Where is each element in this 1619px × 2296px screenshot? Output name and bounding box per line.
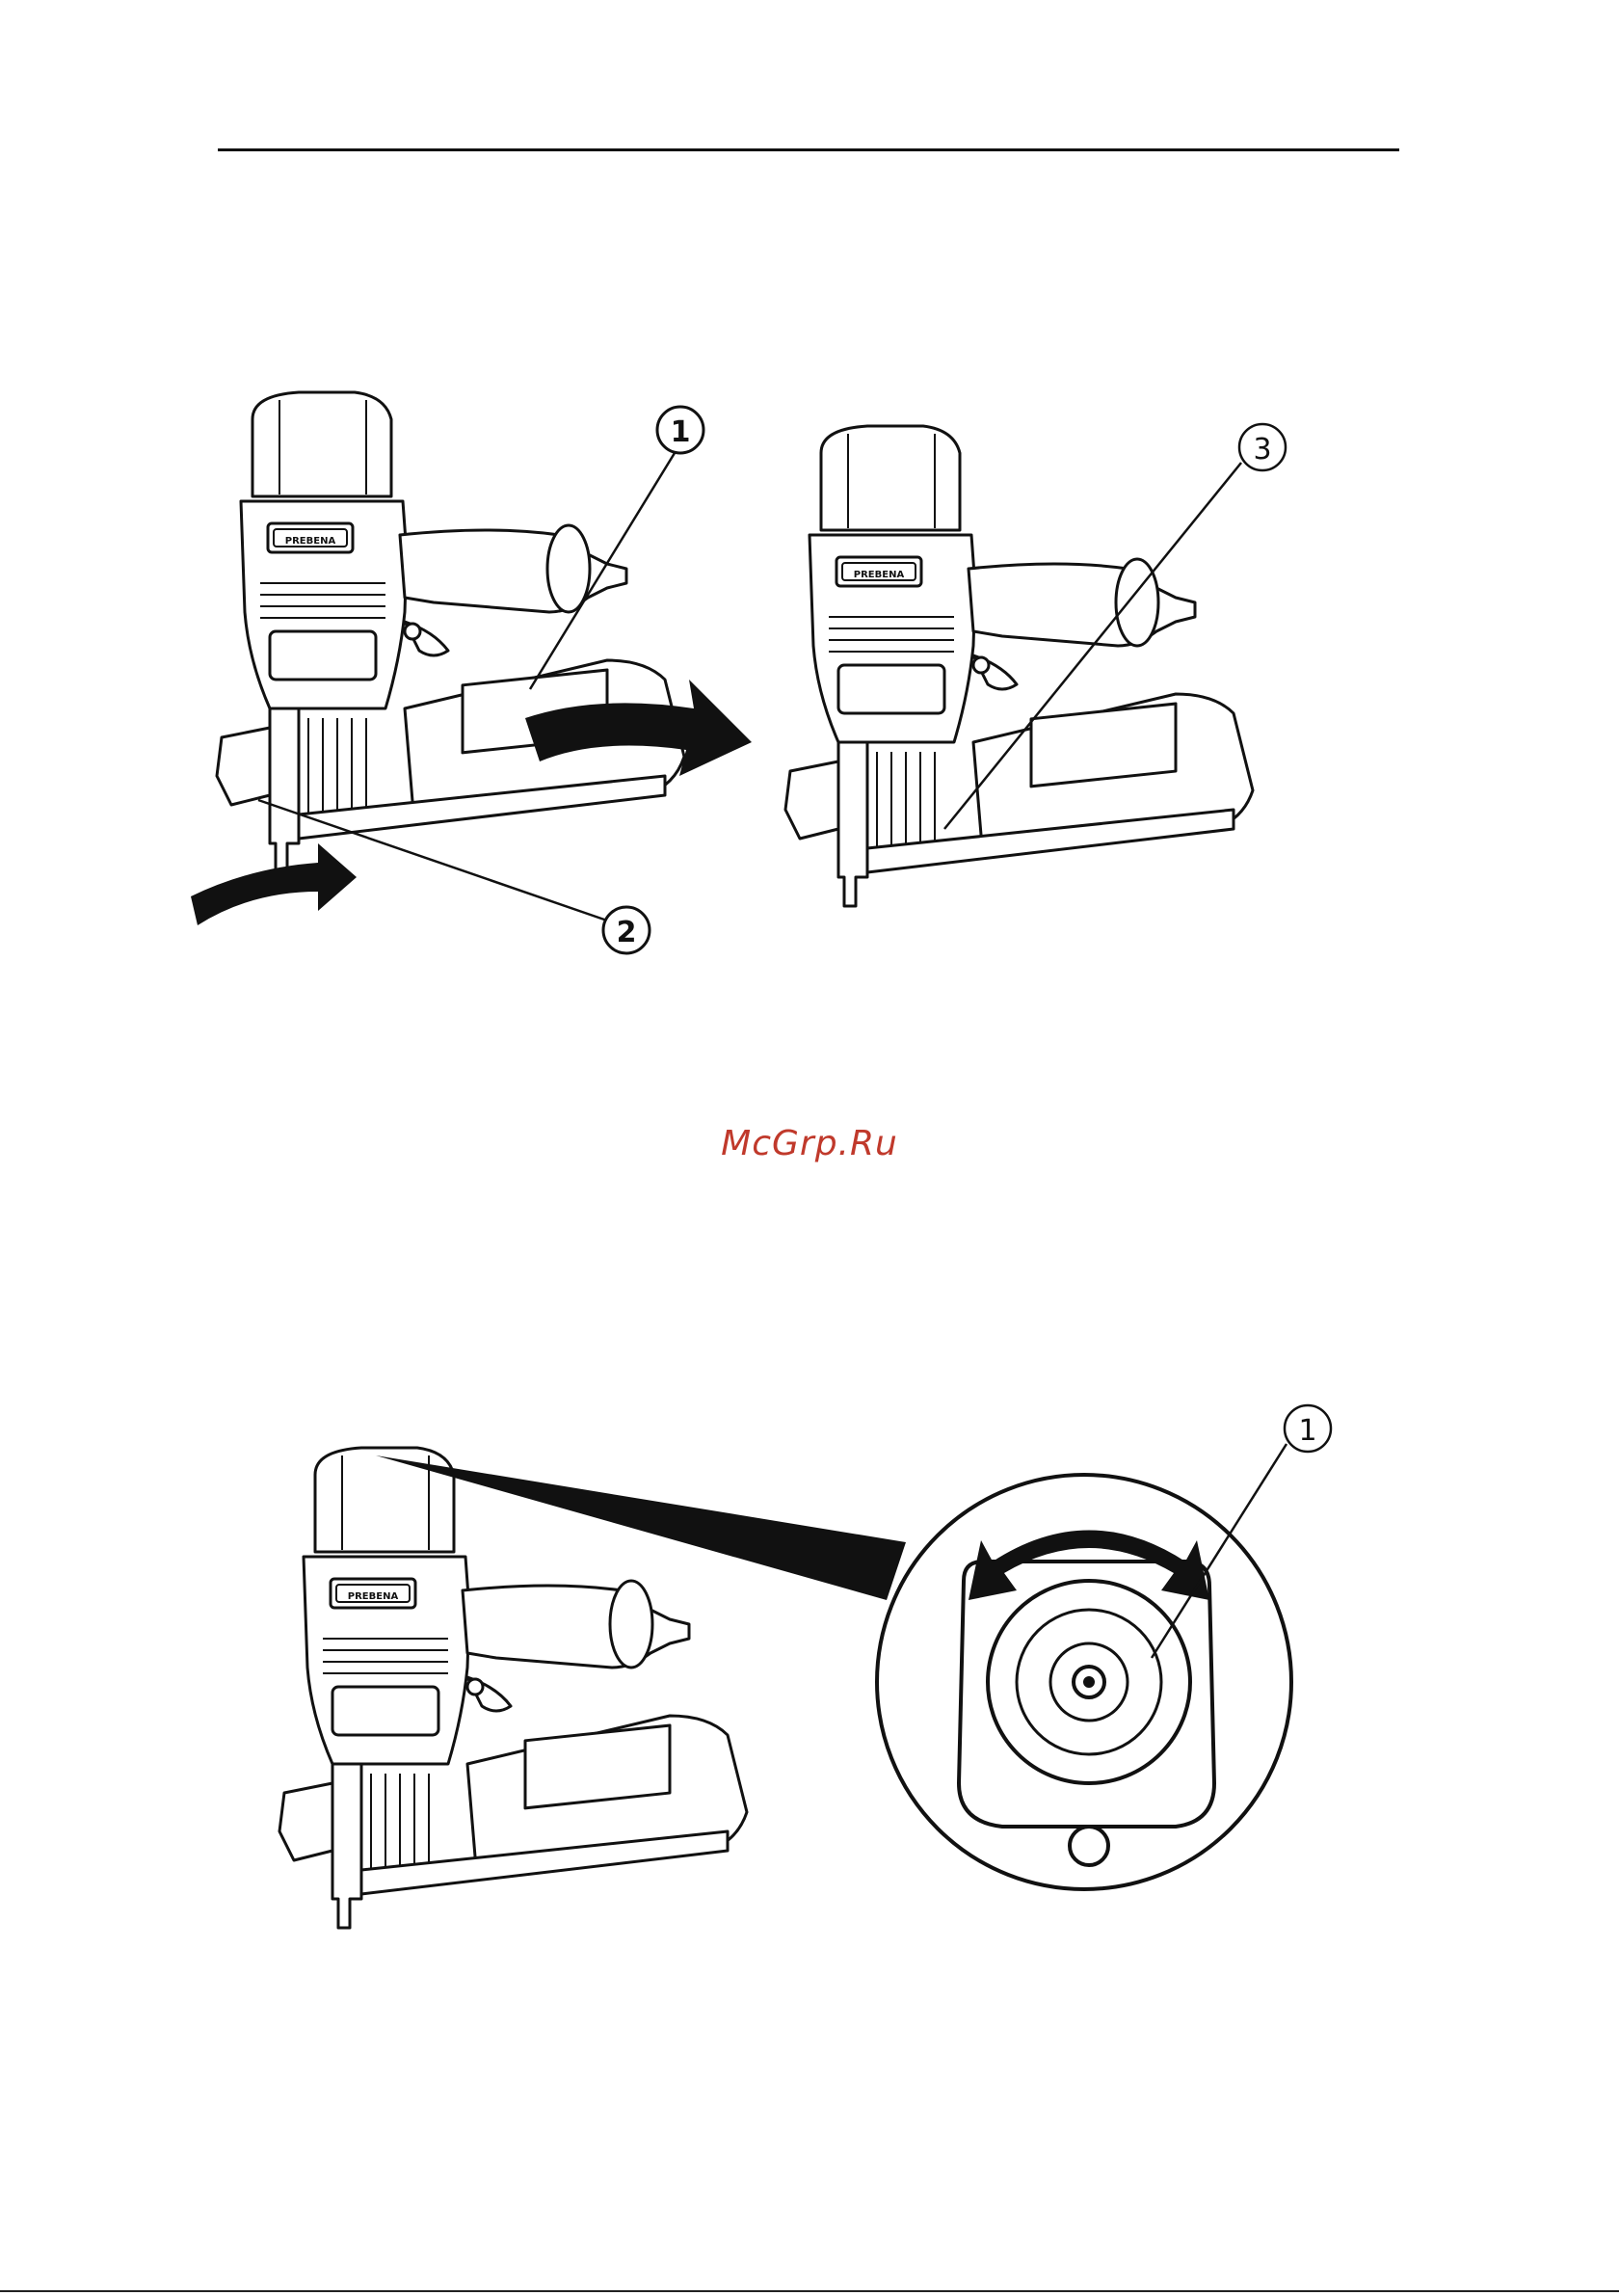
- nail-gun-figure-2: 3: [785, 424, 1286, 906]
- watermark: McGrp.Ru: [0, 1124, 1619, 1163]
- brand-label: PREBENA: [285, 536, 336, 547]
- callout-3: 3: [1253, 433, 1271, 467]
- callout-1-bottom: 1: [1298, 1414, 1316, 1448]
- nail-gun-figure-1: 1 2: [191, 392, 752, 953]
- callout-1: 1: [671, 415, 691, 449]
- arrow-curved-icon: [191, 843, 357, 925]
- brand-label: PREBENA: [348, 1591, 399, 1602]
- brand-label: PREBENA: [854, 570, 905, 580]
- callout-2: 2: [617, 916, 637, 949]
- nail-gun-figure-3: 1: [279, 1405, 1331, 1928]
- bottom-rule: [0, 2290, 1619, 2292]
